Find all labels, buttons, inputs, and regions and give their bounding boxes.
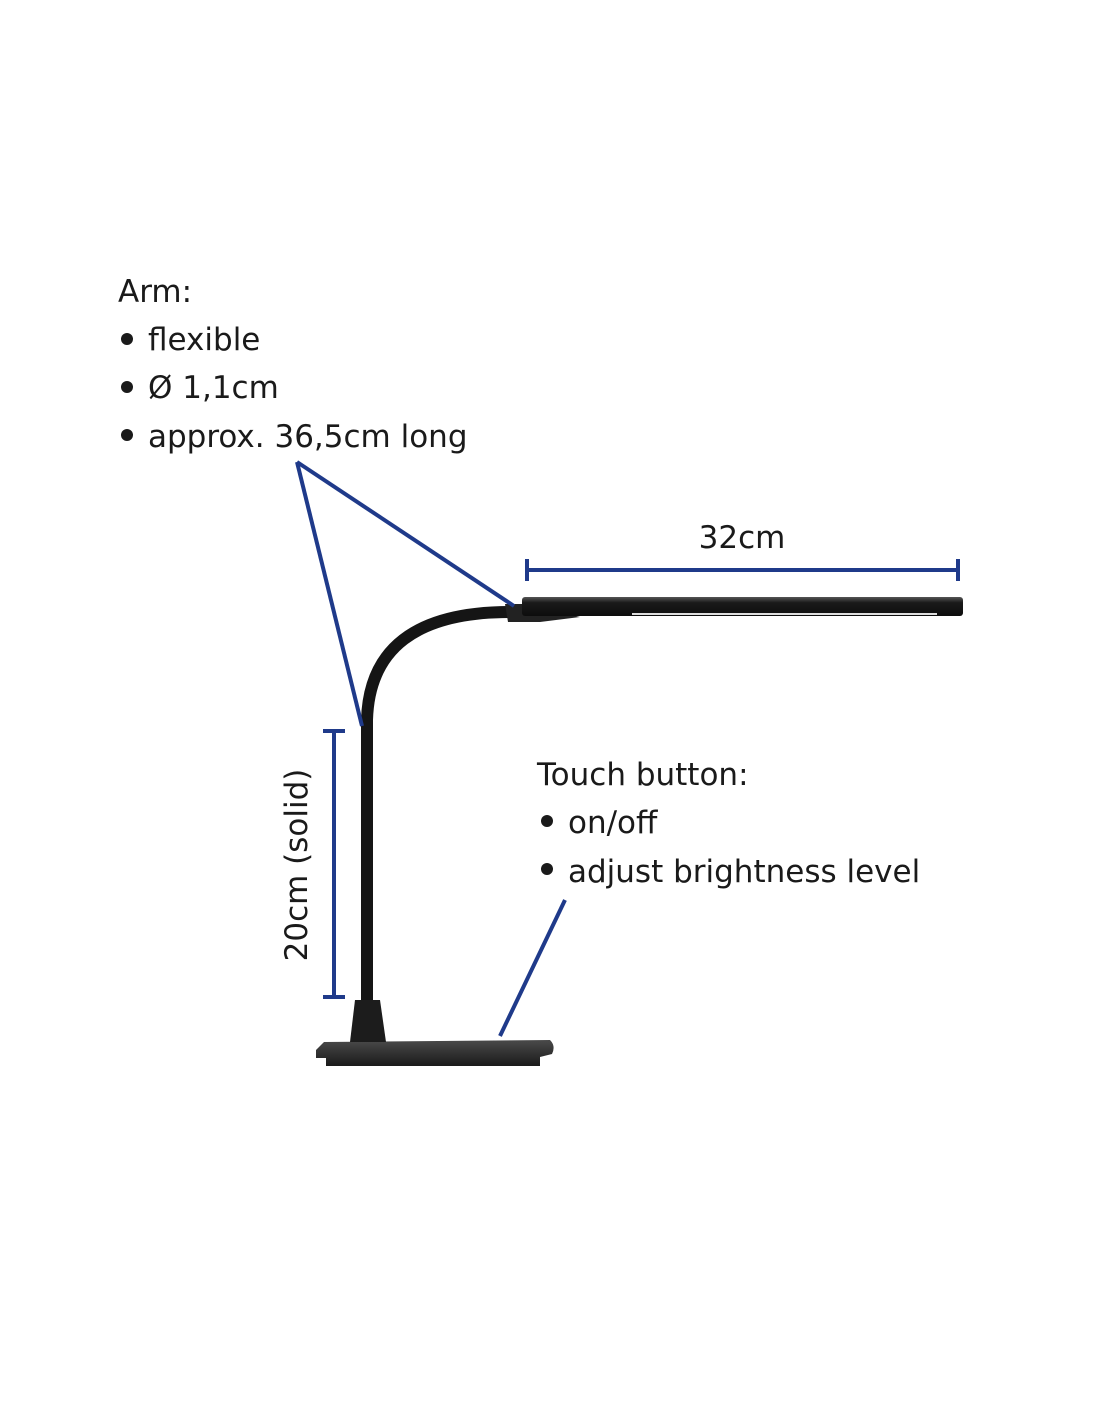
arm-pointer (295, 460, 516, 727)
bullet-icon (121, 381, 133, 393)
bullet-icon (121, 429, 133, 441)
arm-bullet: approx. 36,5cm long (148, 419, 468, 455)
bullet-icon (541, 815, 553, 827)
lamp-led-strip (632, 613, 937, 615)
lamp-head (522, 597, 963, 616)
touch-button-bullet: on/off (568, 805, 658, 841)
lamp-flexible-arm (361, 606, 511, 1000)
touch-button-bullet: adjust brightness level (568, 854, 920, 890)
head-length-dimension (525, 559, 960, 581)
touch-button-annotation: Touch button: on/off adjust brightness l… (536, 757, 920, 890)
arm-bullet: flexible (148, 322, 260, 358)
solid-height-label: 20cm (solid) (279, 769, 315, 962)
arm-annotation: Arm: flexible Ø 1,1cm approx. 36,5cm lon… (118, 274, 468, 455)
arm-title: Arm: (118, 274, 192, 310)
lamp-base-collar (350, 1000, 386, 1042)
bullet-icon (121, 333, 133, 345)
head-length-label: 32cm (699, 520, 786, 556)
arm-bullet: Ø 1,1cm (148, 370, 279, 406)
lamp-base (316, 1040, 554, 1066)
solid-height-dimension (323, 729, 345, 999)
desk-lamp (316, 597, 963, 1066)
touch-button-pointer (498, 899, 567, 1037)
bullet-icon (541, 863, 553, 875)
touch-button-title: Touch button: (536, 757, 749, 793)
